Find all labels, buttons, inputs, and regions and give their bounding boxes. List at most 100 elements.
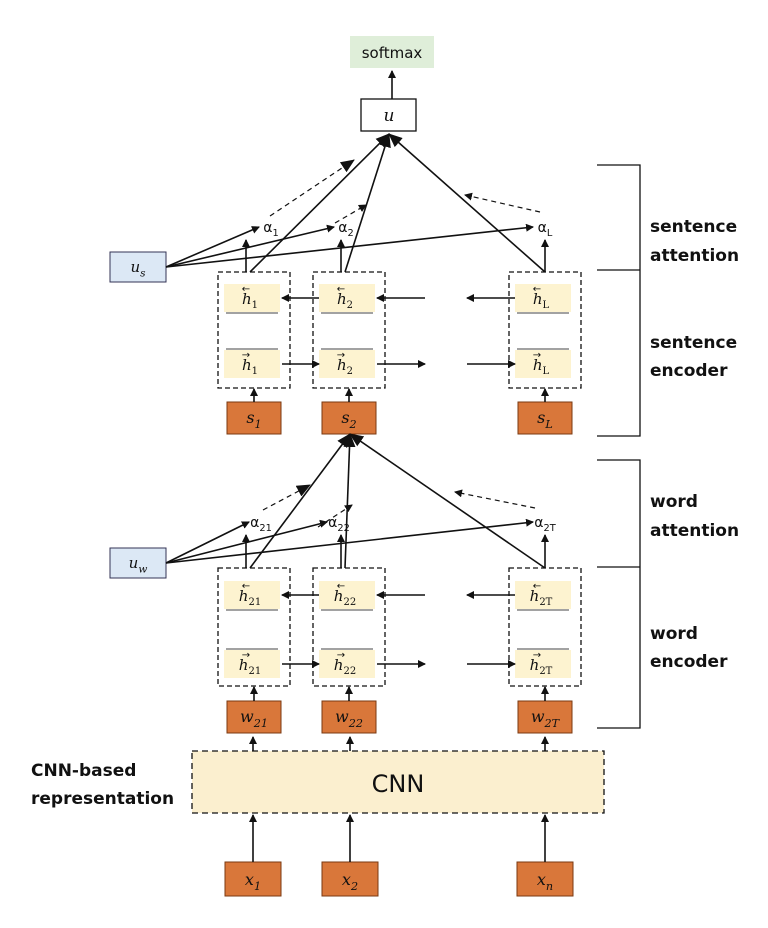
word-encoder-label-1: word bbox=[650, 624, 698, 644]
softmax-label: softmax bbox=[362, 44, 423, 62]
word-attention-label-1: word bbox=[650, 492, 698, 512]
word-input-2: w2T bbox=[531, 707, 561, 730]
sentence-h-backward-1-direction-arrow: ← bbox=[337, 284, 345, 295]
sentence-h-forward-1: h2 bbox=[337, 356, 353, 377]
word-alpha-1: α22 bbox=[328, 515, 350, 534]
sentence-h-backward-2-box bbox=[515, 284, 571, 312]
sentence-h-forward-0: h1 bbox=[242, 356, 258, 377]
sentence-h-backward-0: h1 bbox=[242, 290, 258, 311]
word-context-to-alpha-0 bbox=[165, 521, 250, 564]
word-to-aggregate-0 bbox=[249, 433, 351, 569]
sentence-h-forward-1-box bbox=[319, 350, 375, 378]
word-alpha-0: α21 bbox=[250, 515, 272, 534]
cnn-box bbox=[191, 750, 605, 814]
sentence-context-vector-box bbox=[109, 251, 167, 283]
cnn-side-label-1: CNN-based bbox=[31, 761, 136, 781]
word-weight-dashed-1 bbox=[317, 504, 353, 528]
sentence-h-backward-1: h2 bbox=[337, 290, 353, 311]
word-context-to-alpha-2 bbox=[165, 518, 534, 564]
cnn-input-box-1 bbox=[321, 861, 379, 897]
cnn-input-0: x1 bbox=[245, 870, 261, 893]
sentence-context-to-alpha-1 bbox=[165, 224, 335, 268]
cnn-input-1: x2 bbox=[342, 870, 358, 893]
word-h-forward-2-box bbox=[515, 650, 571, 678]
word-weight-dashed-2 bbox=[454, 489, 536, 509]
word-to-aggregate-1 bbox=[343, 433, 356, 569]
cnn-input-box-2 bbox=[516, 861, 574, 897]
sentence-attention-label-1: sentence bbox=[650, 217, 737, 237]
word-to-aggregate-2 bbox=[349, 433, 546, 569]
sentence-input-box-1 bbox=[321, 401, 377, 435]
word-attention-label-2: attention bbox=[650, 521, 739, 541]
sentence-input-1: s2 bbox=[341, 408, 356, 431]
bracket-word bbox=[597, 459, 641, 729]
sentence-to-aggregate-0 bbox=[249, 133, 390, 273]
u-output-box bbox=[360, 98, 417, 132]
word-input-1: w22 bbox=[335, 707, 363, 730]
cnn-inputs: x1 x2 xn bbox=[224, 736, 574, 897]
sentence-context-vector: us bbox=[130, 258, 146, 280]
sentence-h-forward-2: hL bbox=[533, 356, 550, 377]
cnn-input-2: xn bbox=[537, 870, 553, 893]
sentence-alpha-1: α2 bbox=[338, 220, 353, 239]
word-h-backward-0: h21 bbox=[239, 587, 261, 608]
sentence-h-forward-2-direction-arrow: → bbox=[533, 350, 541, 361]
word-h-forward-1: h22 bbox=[334, 656, 356, 677]
sentence-encoder-label-1: sentence bbox=[650, 333, 737, 353]
cnn-side-label-2: representation bbox=[31, 789, 174, 809]
softmax-box bbox=[350, 36, 434, 68]
word-h-backward-2: h2T bbox=[530, 587, 553, 608]
sentence-h-forward-0-direction-arrow: → bbox=[242, 350, 250, 361]
word-context-vector: uw bbox=[129, 554, 148, 576]
sentence-h-backward-0-direction-arrow: ← bbox=[242, 284, 250, 295]
word-h-forward-1-direction-arrow: → bbox=[337, 650, 345, 661]
word-h-backward-0-direction-arrow: ← bbox=[242, 581, 250, 592]
word-h-backward-2-box bbox=[515, 581, 571, 609]
sentence-h-forward-0-box bbox=[224, 350, 280, 378]
sentence-to-aggregate-2 bbox=[388, 133, 546, 273]
sentence-alpha-0: α1 bbox=[263, 220, 278, 239]
word-input-box-2 bbox=[517, 700, 573, 734]
sentence-context-to-alpha-0 bbox=[165, 226, 260, 268]
sentence-h-forward-1-direction-arrow: → bbox=[337, 350, 345, 361]
word-h-forward-0-box bbox=[224, 650, 280, 678]
word-h-backward-2-direction-arrow: ← bbox=[533, 581, 541, 592]
word-h-forward-2-direction-arrow: → bbox=[533, 650, 541, 661]
word-h-forward-0-direction-arrow: → bbox=[242, 650, 250, 661]
sentence-h-backward-2-direction-arrow: ← bbox=[533, 284, 541, 295]
word-context-vector-box bbox=[109, 547, 167, 579]
sentence-h-backward-0-box bbox=[224, 284, 280, 312]
cnn-label: CNN bbox=[372, 770, 425, 798]
word-h-forward-1-box bbox=[319, 650, 375, 678]
sentence-attention-label-2: attention bbox=[650, 246, 739, 266]
sentence-to-aggregate-1 bbox=[344, 133, 391, 273]
u-output-label: u bbox=[384, 106, 395, 126]
sentence-input-box-2 bbox=[517, 401, 573, 435]
word-h-forward-0: h21 bbox=[239, 656, 261, 677]
sentence-context-to-alpha-2 bbox=[165, 223, 534, 268]
word-h-backward-1: h22 bbox=[334, 587, 356, 608]
word-context-to-alpha-1 bbox=[165, 519, 328, 564]
sentence-input-2: sL bbox=[537, 408, 553, 431]
sentence-weight-dashed-1 bbox=[334, 204, 367, 224]
word-h-backward-1-box bbox=[319, 581, 375, 609]
word-level: h21←h21→w21α21h22←h22→w22α22h2T←h2T→w2Tα… bbox=[109, 433, 582, 734]
word-h-forward-2: h2T bbox=[530, 656, 553, 677]
word-alpha-2: α2T bbox=[534, 515, 556, 534]
sentence-alpha-2: αL bbox=[538, 220, 553, 239]
word-encoder-label-2: encoder bbox=[650, 652, 728, 672]
word-h-backward-0-box bbox=[224, 581, 280, 609]
sentence-input-box-0 bbox=[226, 401, 282, 435]
word-input-0: w21 bbox=[240, 707, 268, 730]
sentence-h-forward-2-box bbox=[515, 350, 571, 378]
sentence-weight-dashed-2 bbox=[464, 192, 541, 213]
word-input-box-0 bbox=[226, 700, 282, 734]
word-h-backward-1-direction-arrow: ← bbox=[337, 581, 345, 592]
sentence-encoder-label-2: encoder bbox=[650, 361, 728, 381]
word-input-box-1 bbox=[321, 700, 377, 734]
sentence-input-0: s1 bbox=[246, 408, 261, 431]
sentence-h-backward-1-box bbox=[319, 284, 375, 312]
